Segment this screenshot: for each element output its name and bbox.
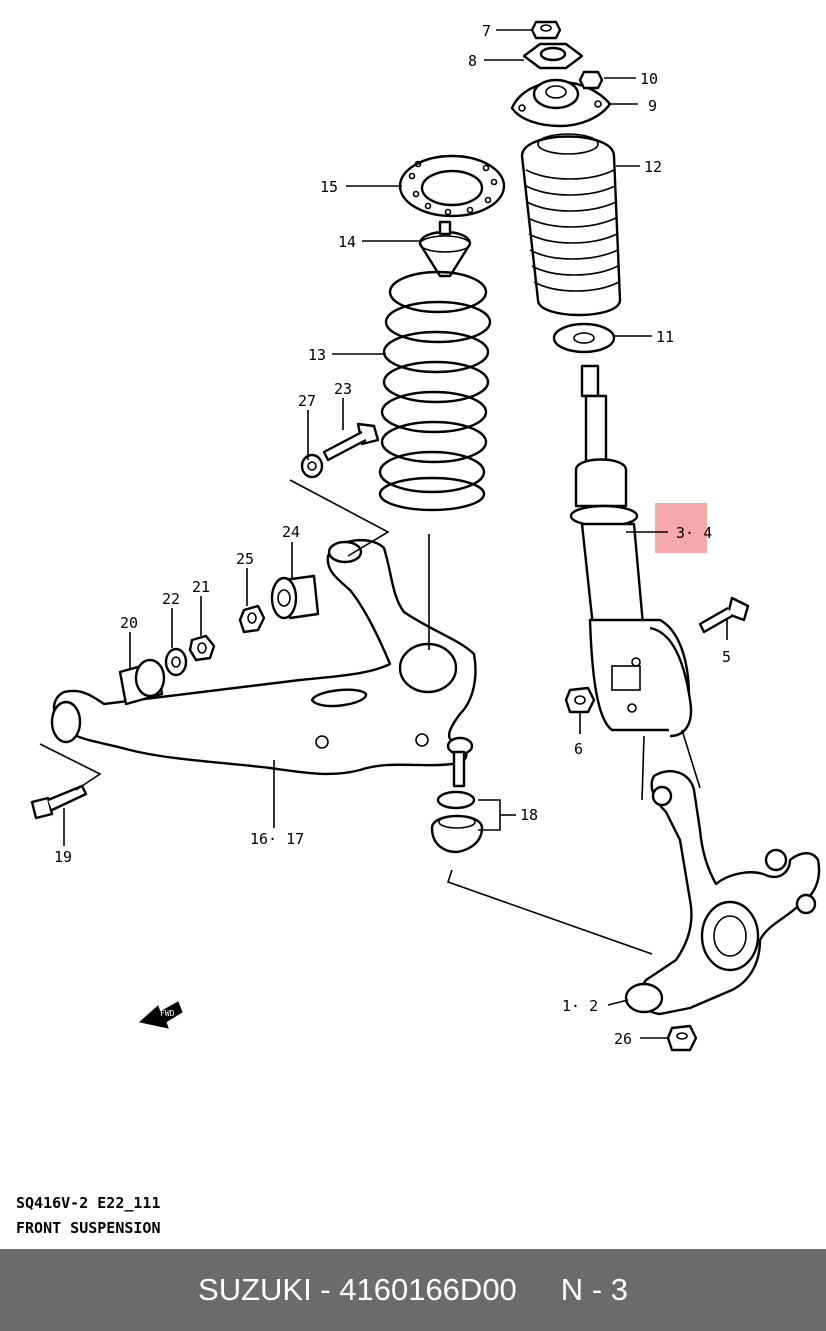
fwd-arrow-icon: FWD bbox=[138, 1001, 183, 1029]
part-number-label: SUZUKI - 4160166D00 bbox=[198, 1272, 517, 1307]
callout-21: 21 bbox=[192, 578, 210, 596]
shock-absorber-3-4 bbox=[569, 364, 693, 738]
nut-26 bbox=[666, 1024, 698, 1052]
nut-21 bbox=[188, 634, 216, 662]
bolt-5 bbox=[698, 596, 750, 634]
callout-13: 13 bbox=[308, 346, 326, 364]
washer-27 bbox=[300, 453, 324, 479]
callout-19: 19 bbox=[54, 848, 72, 866]
bolt-23 bbox=[322, 422, 380, 462]
bushing-20 bbox=[118, 658, 166, 706]
callout-15: 15 bbox=[320, 178, 338, 196]
callout-20: 20 bbox=[120, 614, 138, 632]
callout-22: 22 bbox=[162, 590, 180, 608]
diagram-title: FRONT SUSPENSION bbox=[16, 1219, 161, 1237]
callout-11: 11 bbox=[656, 328, 674, 346]
control-arm-16-17 bbox=[50, 539, 477, 788]
spring-seat-11 bbox=[552, 322, 616, 354]
callout-9: 9 bbox=[648, 97, 657, 115]
callout-10: 10 bbox=[640, 70, 658, 88]
footer-bar: SUZUKI - 4160166D00 N - 3 bbox=[0, 1249, 826, 1331]
bushing-24 bbox=[270, 574, 320, 620]
bump-stop-14 bbox=[418, 220, 472, 278]
strut-mount-9 bbox=[510, 78, 612, 128]
page-label: N - 3 bbox=[560, 1272, 628, 1307]
nut-6 bbox=[564, 686, 596, 714]
mount-nut-10 bbox=[578, 70, 604, 90]
bolt-19 bbox=[30, 784, 88, 820]
callout-24: 24 bbox=[282, 523, 300, 541]
callout-1-2: 1· 2 bbox=[562, 997, 598, 1015]
callout-3-4: 3· 4 bbox=[676, 524, 712, 542]
callout-7: 7 bbox=[482, 22, 491, 40]
diagram-code: SQ416V-2 E22_111 bbox=[16, 1194, 161, 1212]
dust-boot-12 bbox=[520, 133, 622, 317]
nut-25 bbox=[238, 604, 266, 634]
callout-8: 8 bbox=[468, 52, 477, 70]
svg-text:FWD: FWD bbox=[160, 1009, 175, 1018]
washer-8 bbox=[522, 42, 584, 70]
coil-spring-13 bbox=[378, 270, 492, 512]
ball-joint-boot-18 bbox=[430, 790, 484, 854]
callout-26: 26 bbox=[614, 1030, 632, 1048]
callout-12: 12 bbox=[644, 158, 662, 176]
callout-6: 6 bbox=[574, 740, 583, 758]
callout-16-17: 16· 17 bbox=[250, 830, 304, 848]
callout-27: 27 bbox=[298, 392, 316, 410]
washer-22 bbox=[164, 647, 188, 677]
spring-seat-15 bbox=[398, 154, 506, 218]
front-suspension-diagram: FWD 7 8 10 9 15 12 14 13 11 27 23 3· 4 2… bbox=[30, 20, 821, 1052]
highlight-box bbox=[655, 503, 707, 553]
callout-5: 5 bbox=[722, 648, 731, 666]
callout-23: 23 bbox=[334, 380, 352, 398]
callout-25: 25 bbox=[236, 550, 254, 568]
callout-18: 18 bbox=[520, 806, 538, 824]
callout-14: 14 bbox=[338, 233, 356, 251]
steering-knuckle-1-2 bbox=[624, 770, 821, 1016]
top-nut-7 bbox=[530, 20, 562, 40]
